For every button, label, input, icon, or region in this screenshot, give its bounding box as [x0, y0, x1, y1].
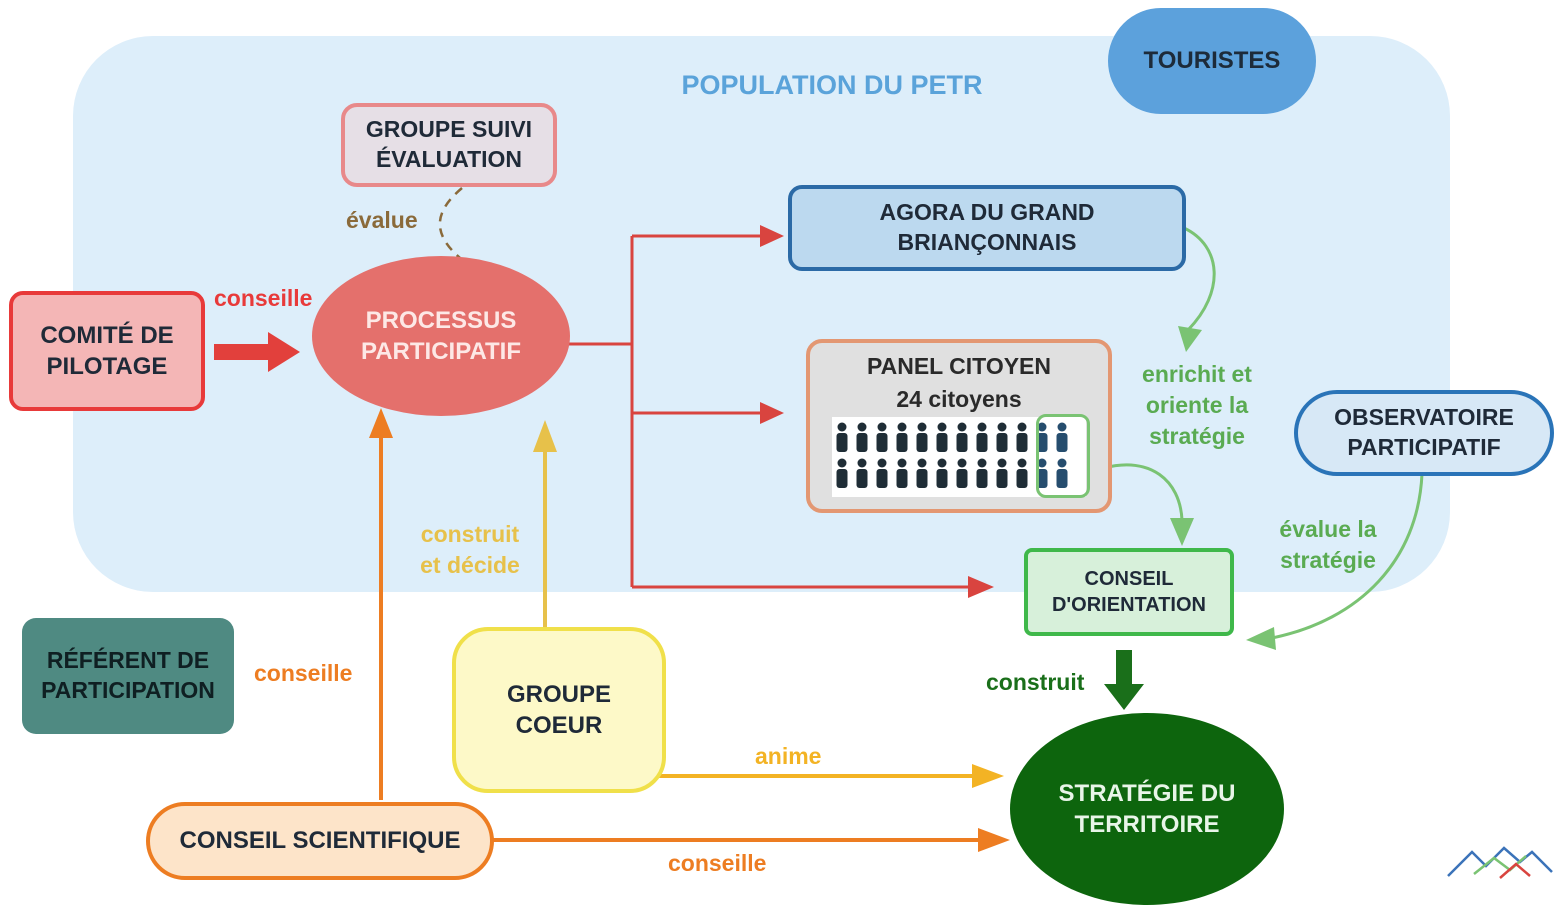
- citizen-icon: [1056, 458, 1068, 488]
- processus-participatif-node: PROCESSUS PARTICIPATIF: [312, 256, 570, 416]
- evalue-strategie-line2: stratégie: [1280, 547, 1376, 574]
- construit-decide-line2: et décide: [420, 552, 520, 579]
- scientifique-label: CONSEIL SCIENTIFIQUE: [179, 827, 461, 855]
- observatoire-to-orientation-curve: [1271, 473, 1424, 640]
- citizen-grid: [832, 417, 1086, 497]
- construit-decide-label: construit et décide: [412, 519, 528, 581]
- conseille-scientifique-label: conseille: [668, 850, 767, 876]
- anime-label: anime: [755, 743, 822, 769]
- evalue-strategie-label: évalue la stratégie: [1268, 514, 1388, 576]
- citizen-icon: [976, 422, 988, 452]
- citizen-icon: [936, 422, 948, 452]
- citizen-icon: [876, 422, 888, 452]
- evalue-strategie-line1: évalue la: [1279, 516, 1377, 542]
- citizen-icon: [856, 422, 868, 452]
- citizen-icon: [936, 458, 948, 488]
- conseille-referent-label: conseille: [254, 660, 353, 686]
- citizen-icon: [996, 422, 1008, 452]
- enrichit-line1: enrichit et: [1142, 361, 1252, 387]
- processus-branch-lines: [568, 236, 634, 587]
- processus-line1: PROCESSUS: [365, 306, 517, 334]
- panel-to-orientation-curve: [1103, 463, 1184, 521]
- citizen-icon: [956, 458, 968, 488]
- citizen-icon: [1016, 458, 1028, 488]
- evalue-dashed-line: [438, 187, 463, 259]
- orientation-line1: CONSEIL: [1084, 568, 1174, 590]
- citizen-icon: [916, 458, 928, 488]
- citizen-figures: [836, 422, 1068, 488]
- strategie-line2: TERRITOIRE: [1074, 811, 1220, 838]
- comite-arrow: [214, 332, 300, 372]
- conseille-comite-label: conseille: [214, 285, 313, 311]
- panel-title: PANEL CITOYEN: [866, 353, 1052, 379]
- citizen-icon: [896, 458, 908, 488]
- enrichit-line2: oriente la: [1145, 392, 1249, 419]
- evalue-label: évalue: [346, 207, 418, 233]
- processus-line2: PARTICIPATIF: [361, 338, 521, 365]
- referent-line2: PARTICIPATION: [41, 677, 215, 703]
- citizen-icon: [956, 422, 968, 452]
- agora-line2: BRIANÇONNAIS: [897, 229, 1077, 255]
- conseil-scientifique-node: CONSEIL SCIENTIFIQUE: [146, 802, 494, 880]
- groupe-suivi-line1: GROUPE SUIVI: [365, 116, 533, 143]
- groupe-suivi-node: GROUPE SUIVI ÉVALUATION: [341, 103, 557, 187]
- groupe-coeur-node: GROUPE COEUR: [452, 627, 666, 793]
- citizen-icon: [856, 458, 868, 488]
- enrichit-line3: stratégie: [1149, 423, 1245, 450]
- citizen-icon: [896, 422, 908, 452]
- construit-arrow: [1104, 650, 1144, 710]
- observatoire-line2: PARTICIPATIF: [1347, 434, 1501, 460]
- observatoire-line1: OBSERVATOIRE: [1334, 404, 1514, 431]
- strategie-line1: STRATÉGIE DU: [1058, 779, 1236, 807]
- conseil-orientation-node: CONSEIL D'ORIENTATION: [1024, 548, 1234, 636]
- touristes-node: TOURISTES: [1108, 8, 1316, 114]
- panel-count-label: 24 citoyens: [896, 386, 1022, 412]
- groupe-suivi-line2: ÉVALUATION: [375, 146, 523, 172]
- population-area: [73, 36, 1450, 592]
- population-title: POPULATION DU PETR: [681, 70, 983, 100]
- construit-decide-line1: construit: [420, 521, 520, 547]
- citizen-icon: [876, 458, 888, 488]
- citizen-icon: [836, 458, 848, 488]
- referent-node: RÉFÉRENT DE PARTICIPATION: [22, 618, 234, 734]
- coeur-line1: GROUPE: [506, 680, 611, 708]
- enrichit-label: enrichit et oriente la stratégie: [1130, 359, 1264, 452]
- citizen-icon: [976, 458, 988, 488]
- agora-line1: AGORA DU GRAND: [879, 199, 1095, 226]
- citizen-icon: [1016, 422, 1028, 452]
- mountain-logo-icon: [1447, 846, 1553, 879]
- orientation-line2: D'ORIENTATION: [1051, 594, 1206, 616]
- agora-node: AGORA DU GRAND BRIANÇONNAIS: [788, 185, 1186, 271]
- citizen-icon: [996, 458, 1008, 488]
- comite-line1: COMITÉ DE: [40, 321, 174, 349]
- construit-label: construit: [986, 669, 1085, 695]
- panel-citoyen-node: PANEL CITOYEN 24 citoyens: [806, 339, 1112, 513]
- citizen-icon: [1056, 422, 1068, 452]
- citizen-icon: [916, 422, 928, 452]
- citizen-icon: [836, 422, 848, 452]
- strategie-territoire-node: STRATÉGIE DU TERRITOIRE: [1010, 713, 1284, 905]
- comite-pilotage-node: COMITÉ DE PILOTAGE: [9, 291, 205, 411]
- coeur-line2: COEUR: [515, 712, 603, 739]
- agora-to-panel-curve: [1183, 226, 1216, 332]
- referent-line1: RÉFÉRENT DE: [46, 647, 210, 674]
- citizen-icon: [1036, 458, 1048, 488]
- citizen-icon: [1036, 422, 1048, 452]
- comite-line2: PILOTAGE: [46, 353, 168, 380]
- touristes-label: TOURISTES: [1143, 47, 1281, 75]
- citizen-highlight: [1036, 414, 1090, 498]
- observatoire-node: OBSERVATOIRE PARTICIPATIF: [1294, 390, 1554, 476]
